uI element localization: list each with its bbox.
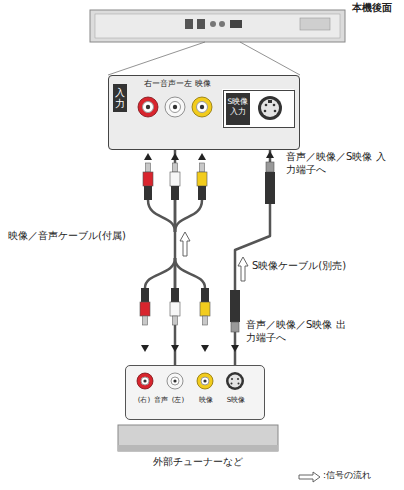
jack-label: 右ー音声ー左	[138, 79, 198, 89]
input-panel: 入力 右ー音声ー左映像 S映像 入力	[108, 75, 300, 150]
s-input-tag: S映像 入力	[226, 93, 250, 125]
jack-label: (左)	[168, 396, 188, 405]
cable-label: S映像ケーブル(別売)	[252, 260, 346, 273]
jack-label: 音声	[153, 396, 169, 405]
device-heading: 外部チューナーなど	[118, 456, 278, 469]
legend-text: :信号の流れ	[323, 470, 371, 481]
s-video-input-box: S映像 入力	[223, 90, 295, 128]
input-tag: 入力	[113, 84, 127, 112]
unit-heading: 本機後面	[352, 2, 392, 15]
jack-label: (右)	[134, 396, 154, 405]
external-tuner: 外部チューナーなど	[118, 425, 278, 451]
output-panel: (右)音声(左) 映像 S映像	[125, 365, 265, 420]
jack-label: 映像	[193, 79, 213, 89]
main-unit: 本機後面	[90, 10, 345, 42]
terminal-note: 音声／映像／S映像 入力端子へ	[286, 150, 390, 176]
jack-label: 映像	[196, 396, 216, 405]
jack-label: S映像	[223, 396, 249, 405]
cable-label: 映像／音声ケーブル(付属)	[8, 230, 126, 243]
terminal-note: 音声／映像／S映像 出力端子へ	[246, 318, 350, 344]
